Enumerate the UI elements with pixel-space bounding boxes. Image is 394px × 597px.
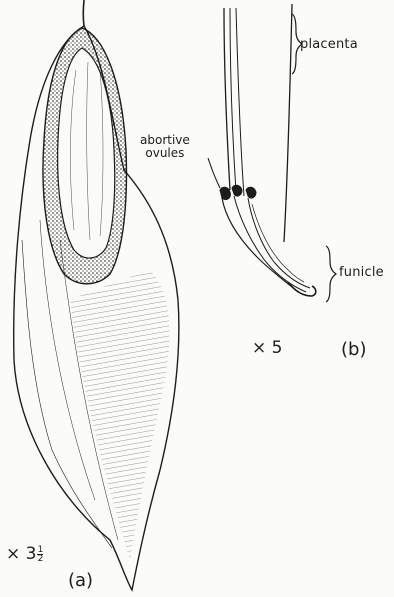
funicle-bracket xyxy=(326,246,336,302)
magnification-a-base: × 3 xyxy=(6,544,36,564)
panel-label-a: (a) xyxy=(68,572,93,590)
abortive-ovule xyxy=(220,187,230,199)
magnification-b: × 5 xyxy=(252,340,282,357)
funicle xyxy=(222,198,298,292)
abortive-ovules-label: abortive ovules xyxy=(140,134,190,160)
panel-label-b: (b) xyxy=(341,341,366,359)
seed-a xyxy=(14,0,179,590)
fraction-denominator: 2 xyxy=(37,555,43,563)
abortive-label-line2: ovules xyxy=(140,147,190,160)
placenta-label: placenta xyxy=(300,38,358,51)
funicle-label: funicle xyxy=(339,266,384,279)
fraction-numerator: 1 xyxy=(37,546,43,554)
